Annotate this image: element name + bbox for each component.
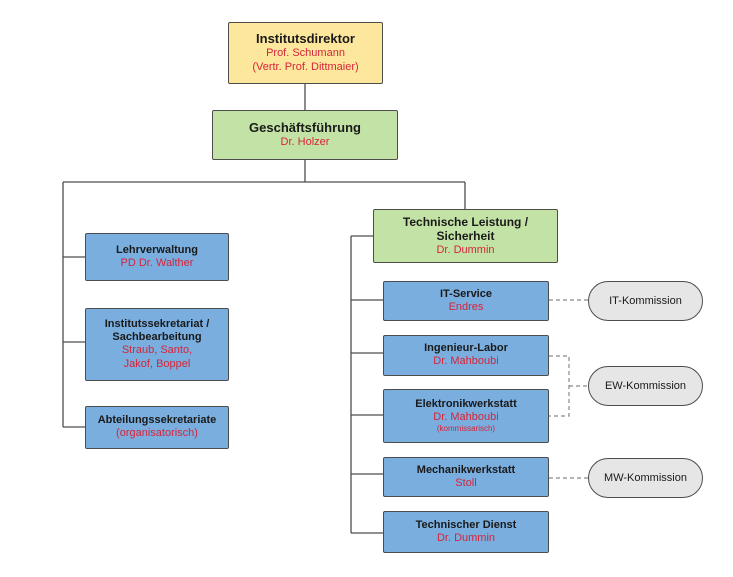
lehrverwaltung-title: Lehrverwaltung bbox=[116, 243, 198, 256]
sekretariat-box: Institutssekretariat / Sachbearbeitung S… bbox=[85, 308, 229, 381]
sekretariat-title: Institutssekretariat / Sachbearbeitung bbox=[104, 317, 210, 343]
sekretariat-names-2: Jakof, Boppel bbox=[123, 357, 191, 370]
director-deputy: (Vertr. Prof. Dittmaier) bbox=[252, 60, 359, 73]
technischer-dienst-box: Technischer Dienst Dr. Dummin bbox=[383, 511, 549, 553]
technical-box: Technische Leistung / Sicherheit Dr. Dum… bbox=[373, 209, 558, 263]
mechanikwerkstatt-box: Mechanikwerkstatt Stoll bbox=[383, 457, 549, 497]
elektronikwerkstatt-box: Elektronikwerkstatt Dr. Mahboubi (kommis… bbox=[383, 389, 549, 443]
abteilungssekretariate-title: Abteilungssekretariate bbox=[97, 414, 217, 427]
technischer-dienst-title: Technischer Dienst bbox=[415, 518, 517, 531]
abteilungssekretariate-box: Abteilungssekretariate (organisatorisch) bbox=[85, 406, 229, 449]
abteilungssekretariate-note: (organisatorisch) bbox=[116, 427, 198, 440]
dashed-ew-bracket bbox=[549, 355, 570, 417]
mechanikwerkstatt-name: Stoll bbox=[455, 476, 477, 489]
lehrverwaltung-box: Lehrverwaltung PD Dr. Walther bbox=[85, 233, 229, 281]
it-service-box: IT-Service Endres bbox=[383, 281, 549, 321]
technical-title: Technische Leistung / Sicherheit bbox=[402, 214, 529, 244]
mechanikwerkstatt-title: Mechanikwerkstatt bbox=[416, 463, 516, 476]
ingenieur-labor-box: Ingenieur-Labor Dr. Mahboubi bbox=[383, 335, 549, 376]
elektronikwerkstatt-name: Dr. Mahboubi bbox=[433, 410, 499, 423]
sekretariat-names-1: Straub, Santo, bbox=[121, 343, 193, 356]
director-name: Prof. Schumann bbox=[266, 47, 345, 60]
director-box: Institutsdirektor Prof. Schumann (Vertr.… bbox=[228, 22, 383, 84]
mw-kommission-pill: MW-Kommission bbox=[588, 458, 703, 498]
management-title: Geschäftsführung bbox=[249, 120, 361, 136]
management-box: Geschäftsführung Dr. Holzer bbox=[212, 110, 398, 160]
lehrverwaltung-name: PD Dr. Walther bbox=[120, 256, 194, 269]
elektronikwerkstatt-note: (kommissarisch) bbox=[436, 424, 496, 434]
it-service-title: IT-Service bbox=[440, 287, 492, 300]
technical-name: Dr. Dummin bbox=[436, 243, 495, 256]
ew-kommission-pill: EW-Kommission bbox=[588, 366, 703, 406]
ingenieur-labor-name: Dr. Mahboubi bbox=[433, 355, 499, 368]
management-name: Dr. Holzer bbox=[280, 135, 330, 148]
director-title: Institutsdirektor bbox=[256, 31, 355, 47]
elektronikwerkstatt-title: Elektronikwerkstatt bbox=[415, 397, 517, 410]
ingenieur-labor-title: Ingenieur-Labor bbox=[424, 342, 508, 355]
it-kommission-pill: IT-Kommission bbox=[588, 281, 703, 321]
it-service-name: Endres bbox=[448, 300, 484, 313]
technischer-dienst-name: Dr. Dummin bbox=[436, 531, 496, 544]
